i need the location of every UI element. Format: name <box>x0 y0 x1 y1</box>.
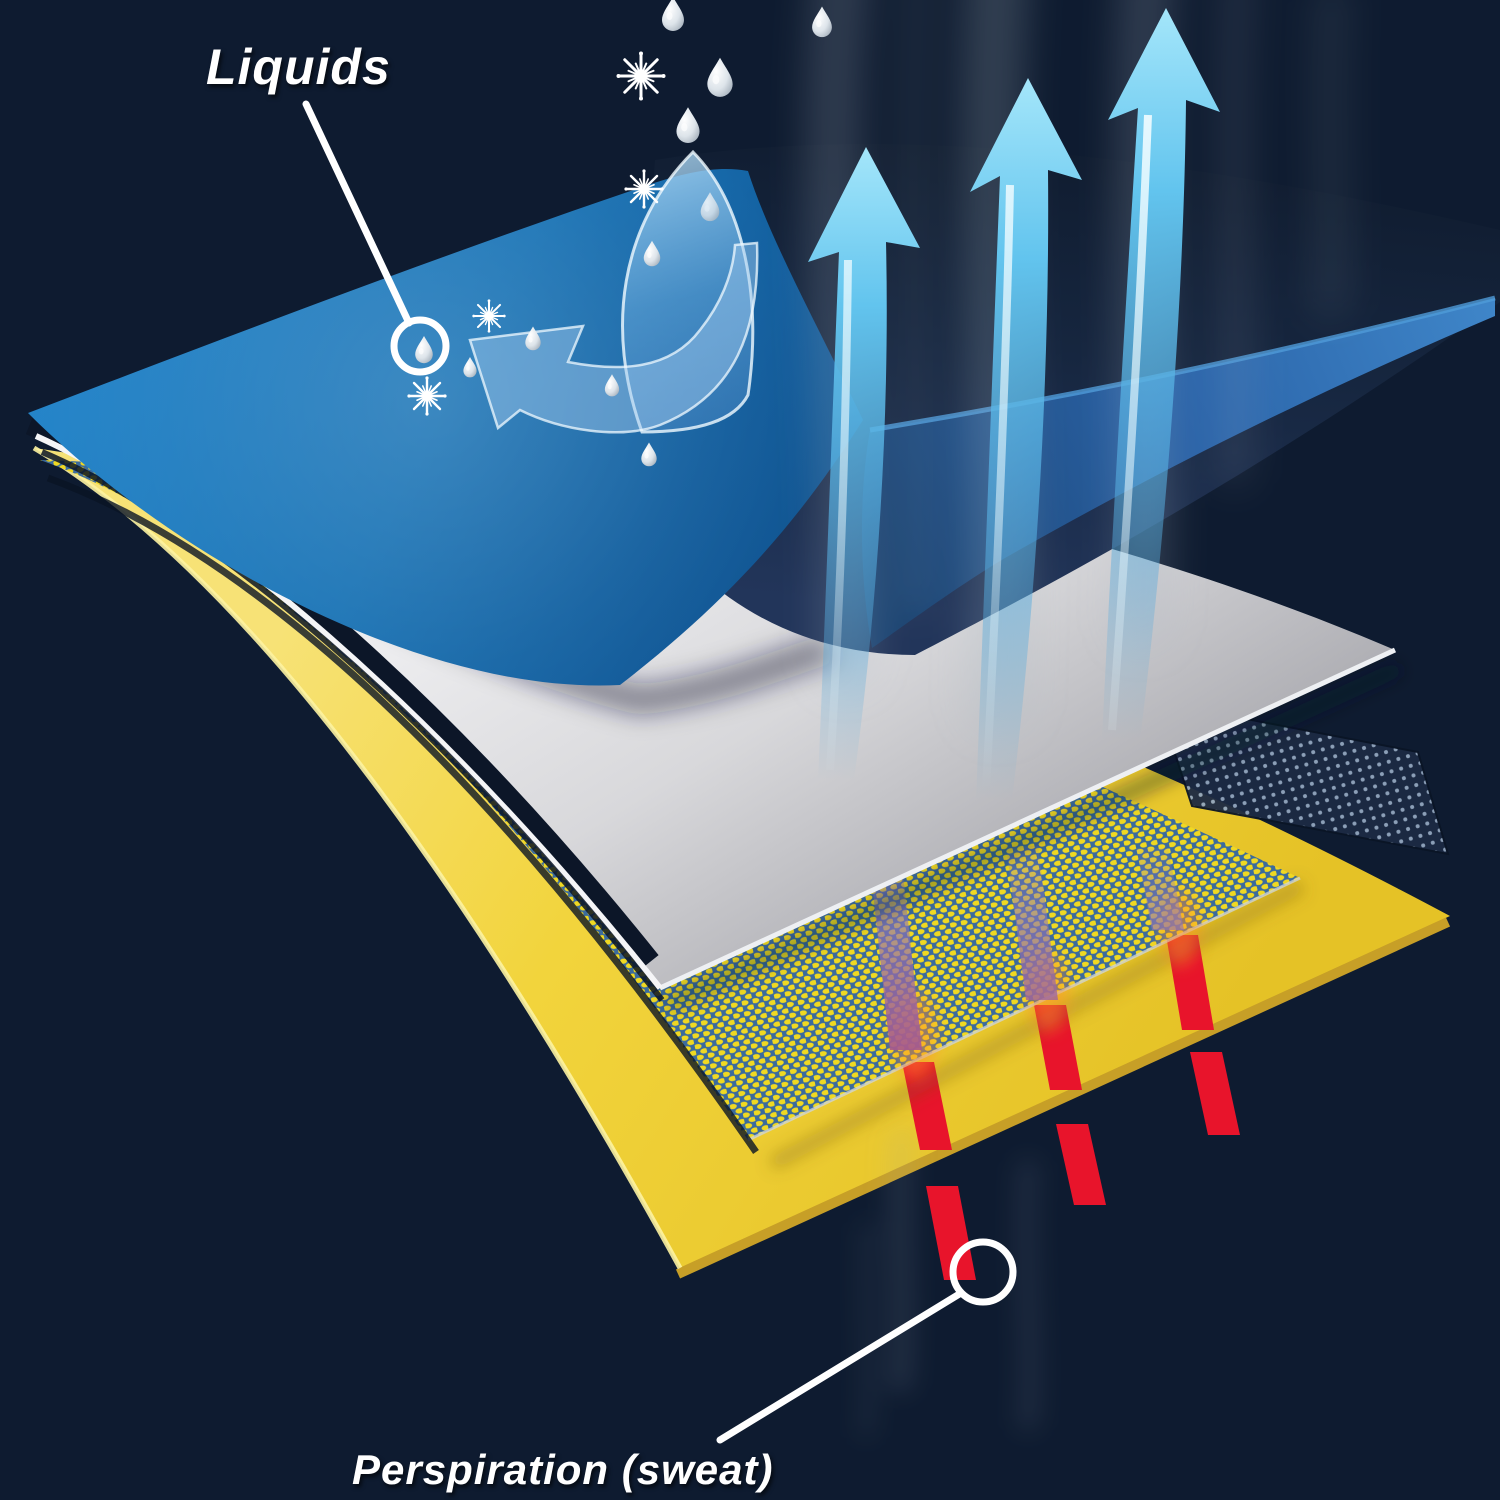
sweat-purple-arrows <box>868 846 1200 1079</box>
snowflake-icon <box>615 50 667 102</box>
sweat-arrow-purple <box>1006 846 1058 1000</box>
mesh-edge-line <box>747 876 1301 1142</box>
vapor-arrow-icon <box>1102 8 1220 740</box>
sweat-arrow-purple <box>1136 848 1184 930</box>
perspiration-callout: Perspiration (sweat) <box>352 1238 1017 1493</box>
vapor-arrows <box>808 8 1220 800</box>
bottom-steam <box>857 1127 1042 1439</box>
layer-gap-line <box>46 474 759 1154</box>
vapor-arrow-streak <box>982 184 1014 791</box>
snowflake-icon <box>406 375 448 417</box>
perspiration-label: Perspiration (sweat) <box>352 1446 773 1493</box>
sweat-arrow-segment <box>1056 1124 1106 1205</box>
membrane-shadow-on-mesh <box>664 660 1404 1012</box>
sweat-arrow-segment <box>926 1186 976 1280</box>
perspiration-leader-line <box>716 1289 965 1444</box>
snowflake-icon <box>471 298 507 334</box>
sweat-red-arrows <box>902 935 1240 1280</box>
liquids-label: Liquids <box>206 39 391 95</box>
fabric-edge-rim <box>861 298 1495 648</box>
liquids-marker-circle <box>390 316 450 376</box>
snowflake-icon <box>623 168 665 210</box>
sweat-arrow-segment <box>1190 1052 1240 1135</box>
liquids-leader-line <box>302 100 413 327</box>
sweat-arrow-purple <box>868 846 922 1050</box>
perspiration-marker-circle <box>949 1238 1017 1306</box>
membrane-edge-line <box>658 647 1397 991</box>
deflection-arrow-icon <box>468 241 759 434</box>
liquids-callout: Liquids <box>206 39 450 376</box>
vapor-arrow-streak <box>826 259 852 771</box>
yellow-sheet-highlight <box>32 445 683 1270</box>
vapor-arrow-streak <box>1108 114 1152 731</box>
yellow-sheet-edge <box>675 917 1451 1279</box>
